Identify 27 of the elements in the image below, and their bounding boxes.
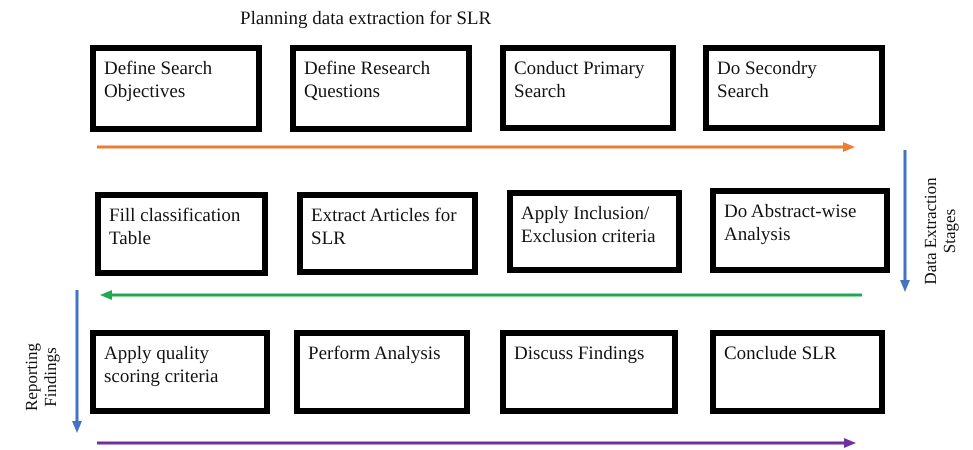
box-text: Conclude SLR <box>724 342 838 365</box>
box-text: Fill classification Table <box>109 204 242 250</box>
process-box <box>507 190 682 273</box>
process-box <box>297 192 478 275</box>
process-box <box>294 330 470 414</box>
process-box <box>500 330 678 414</box>
box-text: Define Search Objectives <box>104 57 214 103</box>
box-text: Apply Inclusion/ Exclusion criteria <box>521 202 657 248</box>
axis-label: Reporting Findings <box>22 342 60 413</box>
box-text: Do Secondry Search <box>717 57 818 103</box>
box-text: Define Research Questions <box>304 57 432 103</box>
box-text: Extract Articles for SLR <box>311 204 458 250</box>
process-box <box>710 188 890 273</box>
process-box <box>90 330 270 414</box>
diagram-title: Planning data extraction for SLR <box>240 8 492 30</box>
box-text: Conduct Primary Search <box>514 57 646 103</box>
process-box <box>500 45 676 131</box>
box-text: Apply quality scoring criteria <box>104 342 220 388</box>
box-text: Do Abstract-wise Analysis <box>724 200 858 246</box>
process-box <box>710 330 885 414</box>
process-box <box>90 45 262 132</box>
process-box <box>290 45 472 132</box>
box-text: Perform Analysis <box>308 342 442 365</box>
process-box <box>95 192 268 276</box>
process-box <box>703 45 885 131</box>
axis-label: Data Extraction Stages <box>921 176 959 287</box>
box-text: Discuss Findings <box>514 342 646 365</box>
